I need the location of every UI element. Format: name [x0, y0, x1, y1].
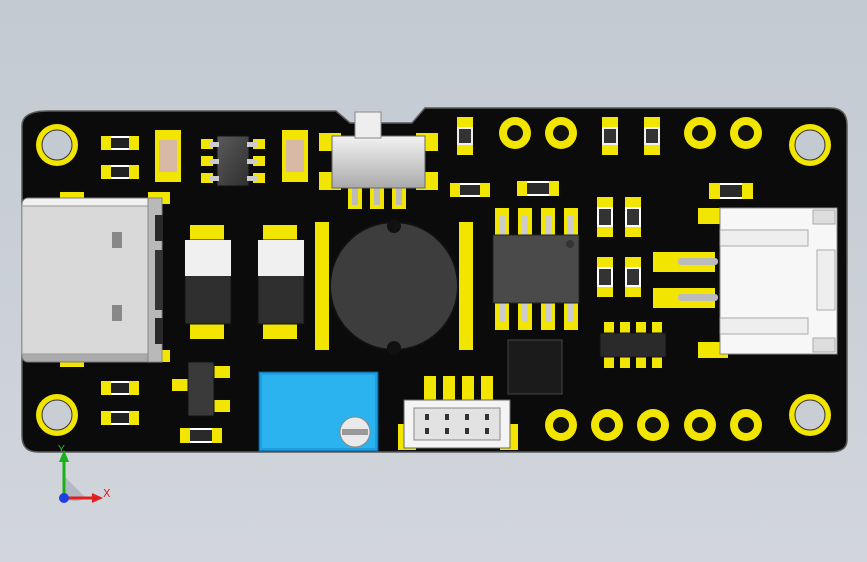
resistor	[101, 411, 139, 425]
triad-z-axis	[59, 493, 69, 503]
resistor	[709, 183, 753, 199]
diodes	[184, 225, 305, 339]
qfn-chip	[507, 339, 563, 395]
th-pad	[545, 409, 577, 441]
resistor	[625, 257, 641, 297]
th-pad	[684, 409, 716, 441]
soic8-chip	[492, 208, 580, 330]
mounting-holes	[36, 124, 831, 436]
mounting-hole-top-right	[789, 124, 831, 166]
th-pad	[591, 409, 623, 441]
trim-potentiometer[interactable]	[258, 371, 379, 452]
capacitor	[644, 117, 660, 155]
resistor	[597, 257, 613, 297]
resistor	[101, 136, 139, 150]
usb-c-pin	[112, 232, 122, 248]
resistor	[101, 165, 139, 179]
resistor	[625, 197, 641, 237]
th-pad	[499, 117, 531, 149]
mounting-hole-bottom-left	[36, 394, 78, 436]
th-pad	[684, 117, 716, 149]
sot23-regulator	[201, 135, 265, 187]
resistor	[180, 428, 222, 443]
soic8-pins-top	[495, 208, 578, 236]
triad-y-label: Y	[57, 443, 65, 456]
power-inductor	[315, 219, 473, 355]
usb-c-connector[interactable]	[21, 192, 170, 367]
resistor	[450, 183, 490, 197]
soic8-pins-bottom	[495, 302, 578, 330]
th-pad	[637, 409, 669, 441]
diode	[257, 225, 305, 339]
capacitor	[155, 130, 181, 182]
capacitor	[282, 130, 308, 182]
mounting-hole-bottom-right	[789, 394, 831, 436]
diode	[184, 225, 232, 339]
th-pad	[730, 409, 762, 441]
passive-components	[101, 117, 753, 443]
jst-header[interactable]	[398, 376, 518, 450]
resistor	[101, 381, 139, 395]
capacitor	[602, 117, 618, 155]
side-connector[interactable]	[653, 207, 838, 358]
resistor	[597, 197, 613, 237]
switch-actuator	[354, 111, 382, 139]
triad-x-label: X	[103, 487, 111, 500]
through-hole-pads	[499, 117, 762, 441]
th-pad	[545, 117, 577, 149]
slide-switch[interactable]	[319, 111, 438, 209]
sot23-6-chip	[599, 322, 667, 368]
resistor	[517, 181, 559, 196]
usb-c-pin	[112, 305, 122, 321]
coordinate-triad: Y X	[57, 443, 111, 503]
th-pad	[730, 117, 762, 149]
sot23-transistor	[172, 361, 230, 417]
mounting-hole-top-left	[36, 124, 78, 166]
capacitor	[457, 117, 473, 155]
